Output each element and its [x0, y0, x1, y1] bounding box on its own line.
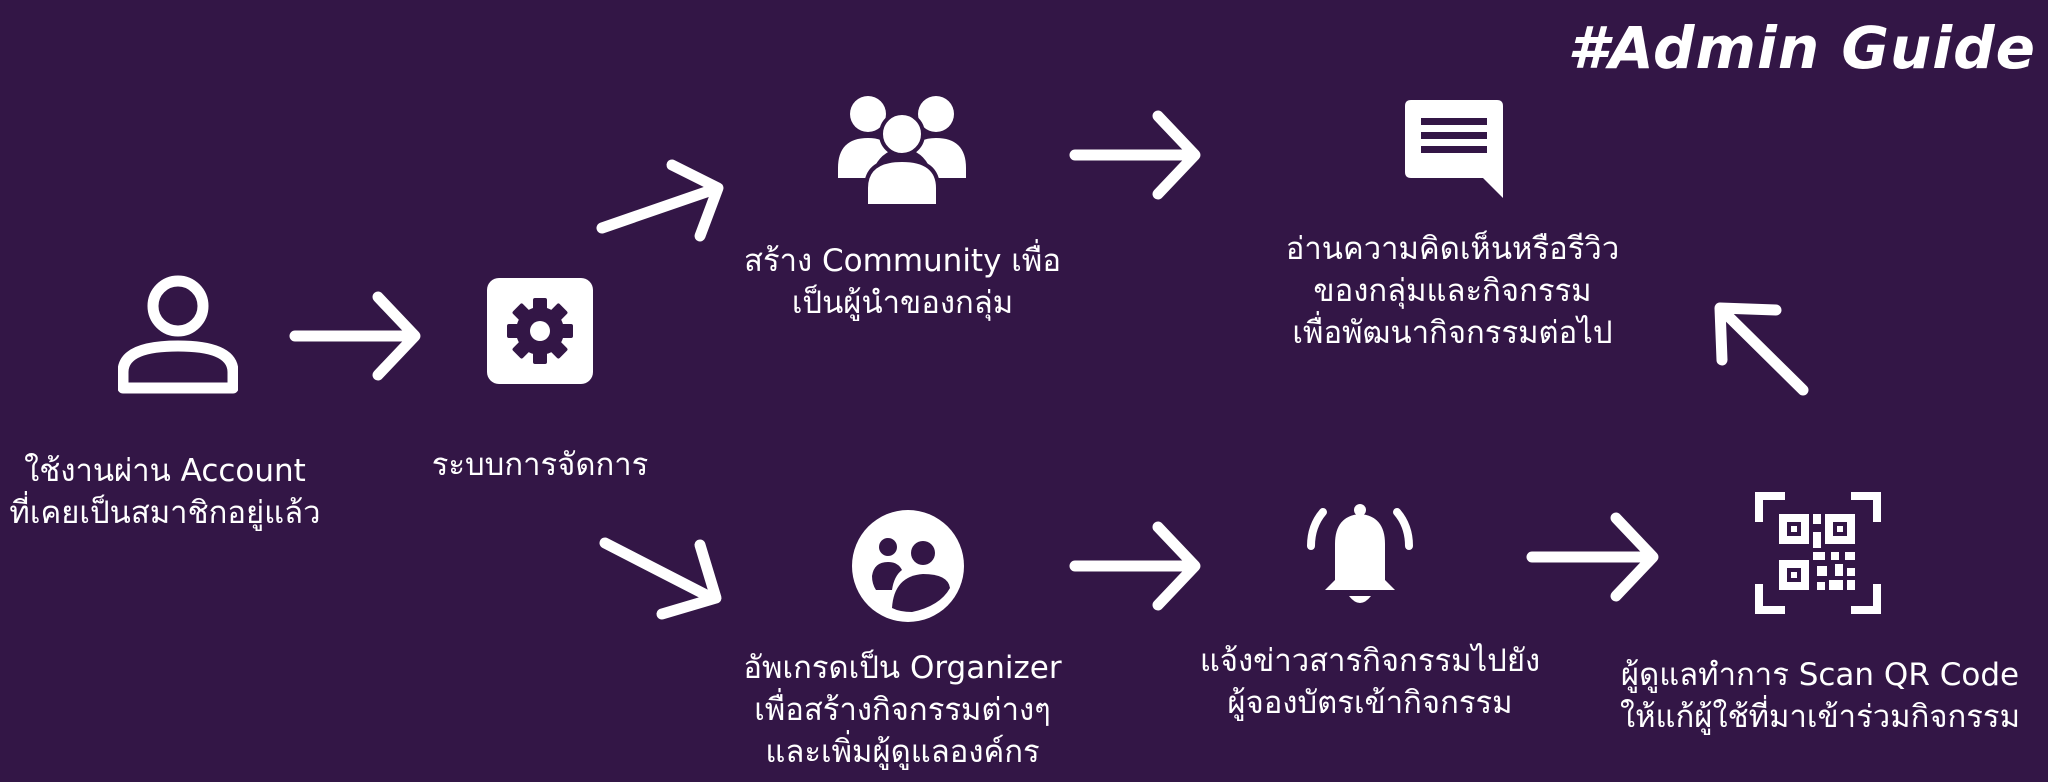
label-line: อัพเกรดเป็น Organizer [743, 650, 1062, 686]
label-line: ใช้งานผ่าน Account [24, 453, 306, 489]
group-icon [836, 94, 968, 206]
user-icon [118, 274, 238, 394]
step-community-label: สร้าง Community เพื่อ เป็นผู้นำของกลุ่ม [720, 240, 1085, 324]
label-line: เป็นผู้นำของกลุ่ม [791, 285, 1014, 321]
label-line: เพื่อสร้างกิจกรรมต่างๆ [754, 692, 1051, 728]
label-line: เพื่อพัฒนากิจกรรมต่อไป [1292, 315, 1613, 351]
organizer-icon [852, 510, 964, 622]
comment-icon [1405, 100, 1503, 198]
arrow-notify-to-scan [1526, 512, 1659, 602]
arrow-organizer-to-notify [1069, 521, 1201, 611]
label-line: สร้าง Community เพื่อ [744, 243, 1061, 279]
label-line: ให้แก้ผู้ใช้ที่มาเข้าร่วมกิจกรรม [1619, 699, 2021, 735]
arrow-account-to-system [289, 291, 421, 381]
page-title: #Admin Guide [1567, 14, 2036, 82]
label-line: และเพิ่มผู้ดูแลองค์กร [765, 734, 1040, 770]
step-notify-label: แจ้งข่าวสารกิจกรรมไปยัง ผู้จองบัตรเข้ากิ… [1185, 640, 1555, 724]
label-line: ระบบการจัดการ [431, 447, 649, 483]
bell-icon [1305, 502, 1415, 608]
gear-icon [487, 278, 593, 384]
label-line: ผู้ดูแลทำการ Scan QR Code [1620, 657, 2020, 693]
label-line: ของกลุ่มและกิจกรรม [1313, 273, 1592, 309]
step-system-label: ระบบการจัดการ [405, 444, 675, 486]
label-line: ที่เคยเป็นสมาชิกอยู่แล้ว [9, 495, 321, 531]
arrow-system-to-organizer [599, 537, 722, 620]
arrow-scan-to-reviews [1714, 302, 1809, 396]
label-line: แจ้งข่าวสารกิจกรรมไปยัง [1199, 643, 1541, 679]
qr-code-icon [1755, 492, 1881, 614]
step-scan-label: ผู้ดูแลทำการ Scan QR Code ให้แก้ผู้ใช้ที… [1600, 654, 2040, 738]
label-line: อ่านความคิดเห็นหรือรีวิว [1285, 231, 1620, 267]
step-organizer-label: อัพเกรดเป็น Organizer เพื่อสร้างกิจกรรมต… [720, 647, 1085, 773]
step-reviews-label: อ่านความคิดเห็นหรือรีวิว ของกลุ่มและกิจก… [1250, 228, 1655, 354]
step-account-label: ใช้งานผ่าน Account ที่เคยเป็นสมาชิกอยู่แ… [0, 450, 330, 534]
label-line: ผู้จองบัตรเข้ากิจกรรม [1227, 685, 1513, 721]
arrow-community-to-reviews [1069, 110, 1201, 200]
arrow-system-to-community [596, 159, 724, 242]
